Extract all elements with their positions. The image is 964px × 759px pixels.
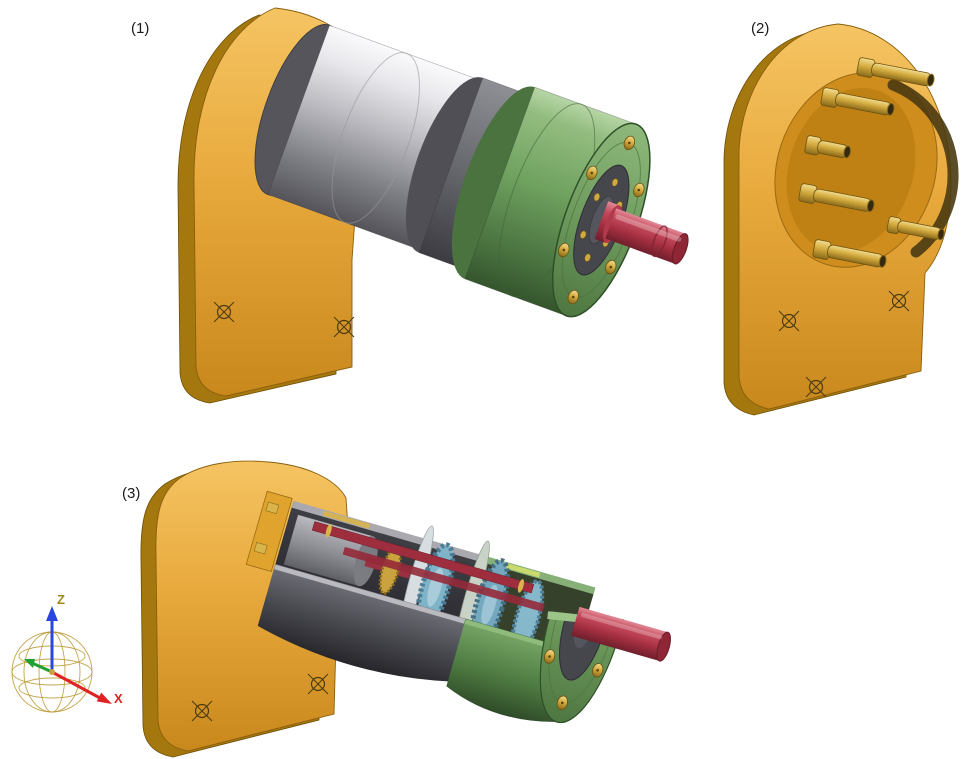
- gear: [378, 545, 402, 595]
- pin-cut-face: [265, 501, 280, 515]
- view-label-2: (2): [751, 20, 769, 37]
- screw-icon: [556, 695, 568, 711]
- motor-seam: [331, 52, 420, 224]
- axis-label-z: Z: [57, 592, 65, 607]
- bracket-hole-mark: [888, 290, 910, 312]
- sectioned-motor: [245, 490, 671, 724]
- bracket-hole-mark: [213, 301, 235, 323]
- shell-rear-half: [257, 569, 469, 682]
- standoff-pins: [798, 57, 945, 268]
- screw-icon: [633, 182, 645, 198]
- bracket-with-pins-view: [723, 23, 959, 416]
- bracket-hole-mark: [778, 310, 800, 332]
- screw-icon: [592, 663, 604, 678]
- standoff-pin: [798, 183, 875, 213]
- screw-icon: [544, 649, 556, 664]
- bracket-pocket-floor: [786, 87, 916, 253]
- x-axis-arrow: [51, 670, 112, 704]
- cut-rim-highlight: [322, 510, 371, 529]
- section-view: [140, 460, 671, 758]
- screw-icon: [586, 165, 598, 181]
- face-screws: [558, 135, 645, 305]
- gizmo-origin-dot: [49, 669, 55, 675]
- screw-icon: [605, 259, 617, 275]
- y-axis-arrow: [24, 659, 53, 674]
- standoff-pin: [812, 239, 887, 268]
- output-shaft-section: [571, 606, 671, 662]
- standoff-pin: [886, 216, 945, 241]
- screw-icon: [623, 135, 636, 151]
- view-label-3: (3): [122, 485, 140, 502]
- standoff-pin: [856, 57, 935, 87]
- pin-cut-face: [253, 541, 268, 555]
- screw-icon: [567, 289, 579, 305]
- bracket-hole-mark: [805, 376, 827, 398]
- screw-icon: [558, 242, 570, 258]
- bracket-hole-mark: [307, 673, 329, 695]
- view-label-1: (1): [131, 20, 149, 37]
- assembly-full-view: [177, 7, 689, 404]
- standoff-pin: [820, 87, 895, 116]
- intermediate-shafts: [311, 521, 545, 612]
- standoff-pin: [804, 135, 852, 159]
- bracket-hole-mark: [333, 316, 355, 338]
- axis-label-x: X: [114, 691, 123, 706]
- axis-gizmo: Z X: [11, 592, 123, 713]
- motor-gearbox-assembly: [254, 24, 689, 318]
- output-shaft: [594, 201, 689, 265]
- z-axis-arrow: [46, 606, 58, 672]
- bracket-hole-mark: [191, 700, 213, 722]
